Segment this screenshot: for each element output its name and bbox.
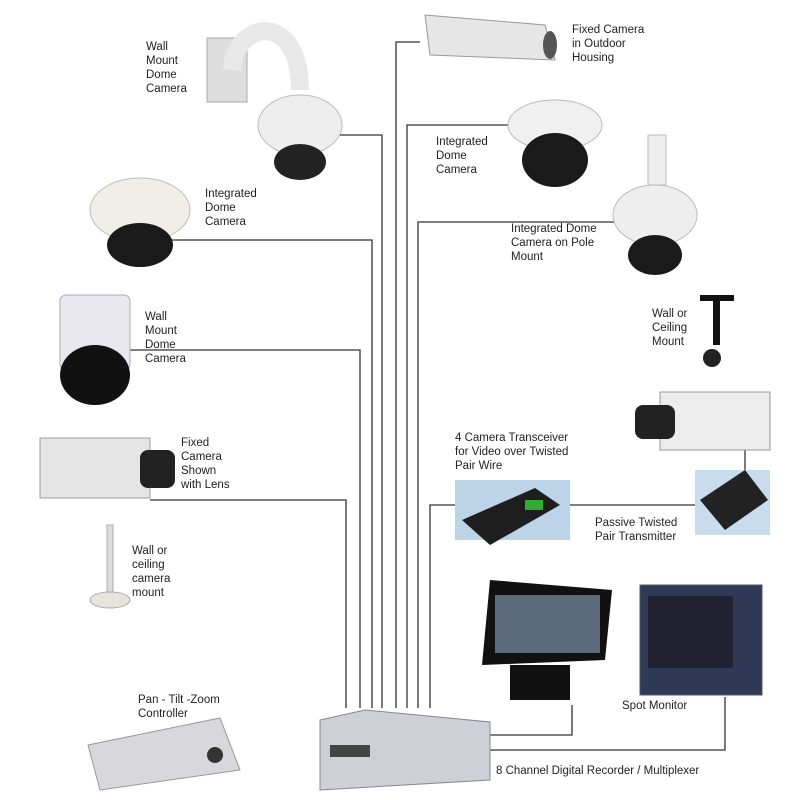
recording-monitor [482, 580, 612, 700]
label-ptz-controller: Pan - Tilt -Zoom Controller [138, 694, 220, 720]
connection-lines [130, 41, 746, 751]
label-integrated-dome-right: Integrated Dome Camera [436, 136, 488, 176]
label-passive-transmitter: Passive Twisted Pair Transmitter [595, 517, 678, 543]
wall-mount-dome-camera-mid [59, 294, 131, 405]
label-wall-mount-dome-mid: Wall Mount Dome Camera [145, 311, 186, 365]
label-fixed-outdoor-camera: Fixed Camera in Outdoor Housing [572, 24, 645, 64]
four-camera-transceiver [455, 480, 570, 545]
passive-twisted-pair-transmitter [695, 470, 770, 535]
label-transceiver: 4 Camera Transceiver for Video over Twis… [455, 432, 569, 472]
wall-mount-dome-camera-top [206, 22, 343, 180]
digital-recorder-device [319, 709, 491, 791]
integrated-dome-camera-left [89, 177, 191, 267]
box-camera-right [635, 391, 771, 451]
label-wall-mount-dome-top: Wall Mount Dome Camera [146, 41, 187, 95]
wall-ceiling-mount-bracket [700, 295, 734, 367]
camera-mount-stand [89, 524, 131, 609]
label-pole-dome: Integrated Dome Camera on Pole Mount [511, 223, 597, 263]
label-spot-monitor: Spot Monitor [622, 700, 688, 712]
spot-monitor-device [639, 584, 763, 696]
integrated-dome-camera-right [507, 99, 603, 187]
label-fixed-camera-lens: Fixed Camera Shown with Lens [181, 437, 230, 491]
label-wall-ceiling-mount: Wall or Ceiling Mount [652, 308, 688, 348]
ptz-controller-device [87, 717, 241, 791]
fixed-camera-with-lens [39, 437, 175, 499]
label-camera-mount: Wall or ceiling camera mount [132, 545, 171, 599]
label-recorder: 8 Channel Digital Recorder / Multiplexer [496, 765, 700, 777]
pole-mount-dome-camera [612, 134, 698, 275]
label-integrated-dome-left: Integrated Dome Camera [205, 188, 257, 228]
fixed-camera-outdoor-housing [424, 14, 557, 61]
